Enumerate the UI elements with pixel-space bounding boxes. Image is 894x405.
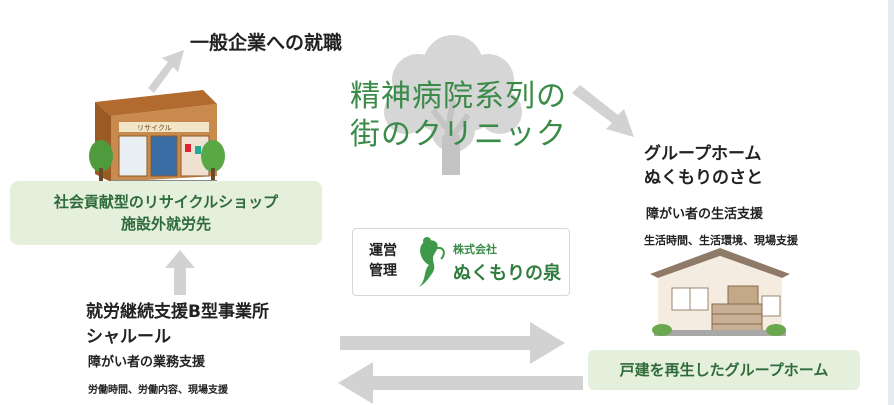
recycle-shop-box: 社会貢献型のリサイクルショップ 施設外就労先 — [10, 181, 322, 245]
group-home-house-illustration — [650, 248, 790, 336]
group-home-name-line1: グループホーム — [644, 144, 762, 164]
shop-sign: リサイクル — [137, 124, 172, 132]
company-name: ぬくもりの泉 — [453, 263, 561, 284]
group-home-name: グループホーム ぬくもりのさと — [644, 142, 763, 190]
arrow-clinic-to-grouphome — [572, 85, 634, 137]
management-label: 運営 管理 — [369, 241, 399, 281]
workshop-name: 就労継続支援B型事業所 シャルール — [86, 300, 269, 350]
employment-label: 一般企業への就職 — [190, 32, 343, 54]
recycle-shop-illustration: リサイクル — [89, 90, 225, 184]
window-edge — [888, 0, 894, 405]
workshop-name-line1: 就労継続支援B型事業所 — [86, 302, 269, 322]
fairy-logo-icon — [419, 237, 445, 287]
shop-subtitle: 施設外就労先 — [120, 215, 211, 233]
company-kind: 株式会社 — [453, 243, 497, 256]
arrow-up-to-employment — [148, 50, 184, 93]
management-label-line2: 管理 — [369, 263, 397, 279]
tree-illustration — [384, 35, 522, 175]
workshop-detail: 労働時間、労働内容、現場支援 — [88, 385, 228, 396]
clinic-title-line2: 街のクリニック — [350, 117, 567, 152]
group-home-support: 障がい者の生活支援 — [646, 207, 764, 222]
workshop-name-line2: シャルール — [86, 327, 171, 347]
group-home-detail: 生活時間、生活環境、現場支援 — [644, 234, 798, 247]
group-home-caption-box: 戸建を再生したグループホーム — [588, 350, 860, 390]
arrow-right-to-grouphome — [340, 322, 565, 364]
workshop-support: 障がい者の業務支援 — [88, 355, 206, 370]
arrow-up-to-shop — [165, 250, 195, 295]
arrow-left-to-workshop — [338, 362, 583, 404]
shop-title: 社会貢献型のリサイクルショップ — [53, 193, 279, 211]
group-home-name-line2: ぬくもりのさと — [644, 168, 763, 188]
management-logo-box: 運営 管理 株式会社 ぬくもりの泉 — [352, 228, 570, 296]
management-label-line1: 運営 — [369, 243, 397, 259]
clinic-title: 精神病院系列の 街のクリニック — [350, 78, 570, 154]
clinic-title-line1: 精神病院系列の — [350, 79, 567, 114]
